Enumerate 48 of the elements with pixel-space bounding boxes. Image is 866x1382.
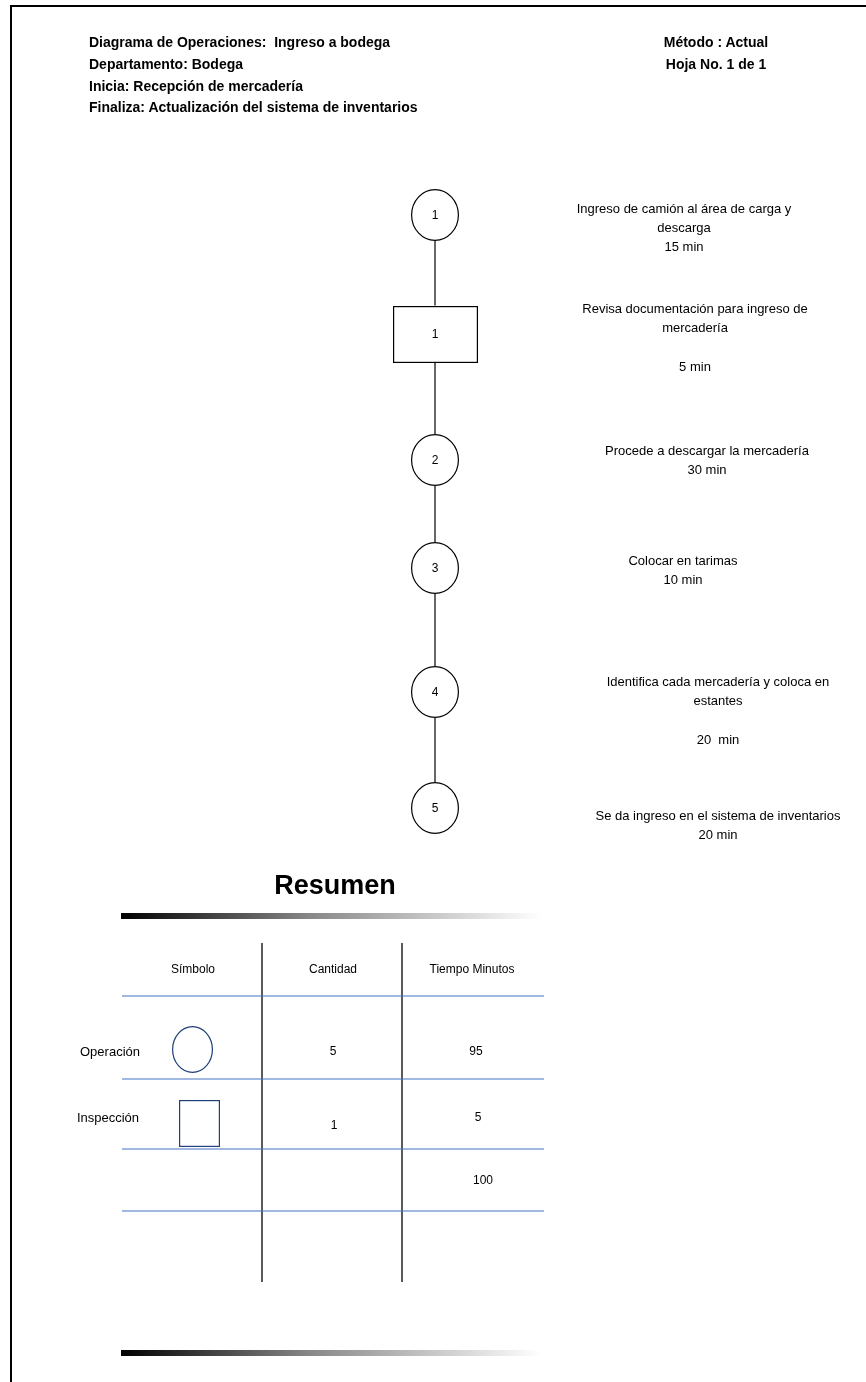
step-duration: 20 min [695,731,741,749]
connector-line [434,240,436,307]
header-text: Método : Actual [663,34,769,50]
step-number: 1 [431,208,439,222]
operation-circle [411,666,459,718]
table-value: 100 [473,1173,493,1187]
step-duration: 5 min [678,358,712,376]
table-header: Símbolo [171,962,215,976]
table-header: Cantidad [309,962,357,976]
step-description: Ingreso de camión al área de carga y descarga [575,200,793,237]
connector-line [434,717,436,783]
inspection-box [392,305,478,363]
row-label: Operación [80,1043,140,1059]
step-number: 5 [431,801,439,815]
step-duration: 30 min [686,461,728,479]
step-number: 3 [431,561,439,575]
row-label: Inspección [76,1109,140,1125]
header-text: Finaliza: Actualización del sistema de inventarios [89,99,418,115]
step-description: Se da ingreso en el sistema de inventarios [594,807,842,825]
operation-circle [411,434,459,486]
step-description: Procede a descargar la mercadería [604,442,810,460]
operation-circle [411,189,459,241]
step-number: 1 [431,327,439,341]
table-value: 95 [469,1044,483,1058]
step-number: 4 [431,685,439,699]
table-value: 1 [330,1118,338,1132]
table-value: 5 [329,1044,337,1058]
connector-line [434,593,436,667]
step-description: Identifica cada mercadería y coloca en estantes [605,673,831,710]
section-heading: Resumen [274,869,396,901]
operation-circle [411,542,459,594]
header-text: Inicia: Recepción de mercadería [89,78,303,94]
step-description: Revisa documentación para ingreso de mercadería [581,300,809,337]
connector-line [434,485,436,543]
chart-title: Diagrama de Operaciones: Ingreso a bodega [89,34,391,50]
step-duration: 10 min [662,571,704,589]
step-duration: 15 min [663,238,705,256]
inspection-symbol [178,1099,220,1147]
header-text: Hoja No. 1 de 1 [665,56,767,72]
table-header: Tiempo Minutos [429,962,515,976]
table-value: 5 [474,1110,482,1124]
step-number: 2 [431,453,439,467]
header-text: Departamento: Bodega [89,56,244,72]
step-description: Colocar en tarimas [627,552,739,570]
operation-circle [411,782,459,834]
connector-line [434,361,436,435]
step-duration: 20 min [697,826,739,844]
operation-symbol [171,1025,213,1073]
